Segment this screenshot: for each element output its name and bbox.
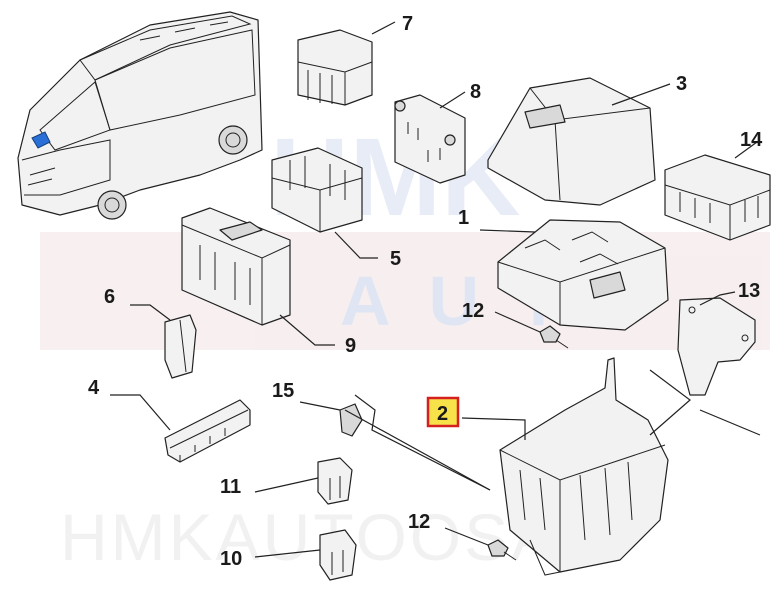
- callout-12-upper: 12: [462, 300, 484, 322]
- part-12-screw-lower: [444, 527, 517, 561]
- vehicle-roof-rails: [139, 21, 229, 41]
- vehicle-front-wheel: [97, 190, 127, 220]
- part-5-connector: [271, 147, 378, 259]
- callout-8: 8: [470, 81, 481, 103]
- part-9-ecu: [181, 207, 335, 346]
- part-6-clip: [130, 304, 197, 379]
- part-8-relay: [394, 91, 466, 184]
- part-14-fuse-block: [664, 141, 771, 241]
- callout-11: 11: [220, 476, 241, 498]
- vehicle-front: [21, 139, 111, 196]
- callout-2: 2: [437, 403, 448, 425]
- part-2-lower-housing: [461, 357, 669, 576]
- callout-9: 9: [345, 335, 356, 357]
- vehicle-front-hub: [104, 197, 120, 213]
- part-13-bracket: [677, 291, 756, 396]
- part-3-cover: [487, 77, 671, 206]
- callout-2-highlight-box: [426, 396, 460, 428]
- part-15-clip: [299, 401, 363, 437]
- callout-3: 3: [676, 73, 687, 95]
- vehicle-body: [17, 11, 263, 216]
- callout-labels: 7 8 3 14 1 5 12 13 6 9 4 15 2 11 12 10: [88, 13, 763, 570]
- callout-1: 1: [458, 207, 469, 229]
- part-4-connector-strip: [110, 394, 251, 463]
- vehicle-illustration: [17, 11, 263, 220]
- callout-4: 4: [88, 377, 100, 399]
- fuse-box-location-marker-icon: [31, 131, 51, 149]
- callout-13: 13: [738, 280, 760, 302]
- vehicle-windscreen: [39, 81, 111, 151]
- callout-5: 5: [390, 248, 401, 270]
- part-12-screw-upper: [494, 311, 569, 349]
- callout-14: 14: [740, 129, 763, 151]
- callout-10: 10: [220, 548, 242, 570]
- part-1-fuse-box: [479, 219, 669, 331]
- part-10-fuse: [254, 529, 357, 581]
- part-11-fuse: [254, 457, 353, 505]
- callout-6: 6: [104, 286, 115, 308]
- vehicle-rear-wheel: [218, 125, 248, 155]
- callout-12-lower: 12: [408, 511, 430, 533]
- vehicle-rear-hub: [225, 132, 241, 148]
- callout-7: 7: [402, 13, 413, 35]
- callout-15: 15: [272, 380, 294, 402]
- assembly-lines: [344, 369, 761, 491]
- vehicle-grille: [27, 167, 56, 186]
- part-7-connector: [297, 21, 396, 106]
